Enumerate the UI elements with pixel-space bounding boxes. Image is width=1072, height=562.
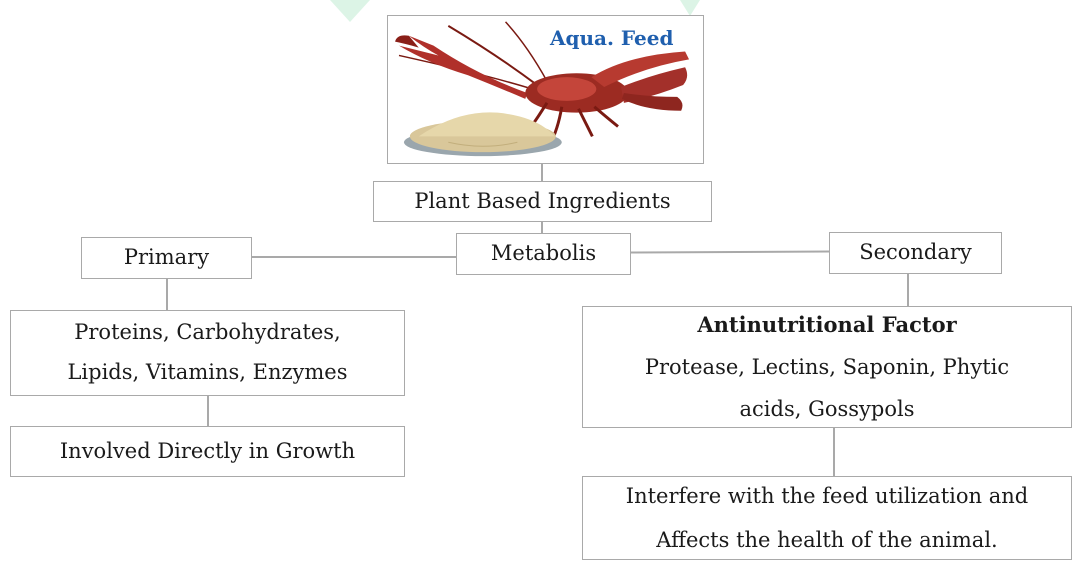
node-metabolis: Metabolis <box>456 233 631 275</box>
node-primary-effect: Involved Directly in Growth <box>10 426 405 477</box>
node-secondary-effect-label: Interfere with the feed utilization and … <box>595 474 1059 562</box>
node-primary-items: Proteins, Carbohydrates, Lipids, Vitamin… <box>10 310 405 396</box>
node-antinutritional-factor-title: Antinutritional Factor <box>697 304 956 346</box>
connector-primary-items <box>166 279 168 310</box>
connector-primary-center <box>252 256 456 258</box>
node-metabolis-label: Metabolis <box>491 234 596 274</box>
node-secondary: Secondary <box>829 232 1002 274</box>
node-plant-based-ingredients-label: Plant Based Ingredients <box>414 182 670 222</box>
image-caption: Aqua. Feed <box>550 28 673 48</box>
node-secondary-effect: Interfere with the feed utilization and … <box>582 476 1072 560</box>
connector-center-secondary <box>631 250 829 253</box>
node-primary-items-label: Proteins, Carbohydrates, Lipids, Vitamin… <box>51 313 364 393</box>
node-primary-label: Primary <box>124 238 209 278</box>
connector-image-root <box>541 163 543 181</box>
node-secondary-label: Secondary <box>859 233 972 273</box>
node-primary: Primary <box>81 237 252 279</box>
connector-factor-effect <box>833 428 835 476</box>
aqua-feed-image: Aqua. Feed <box>387 15 704 164</box>
node-primary-effect-label: Involved Directly in Growth <box>60 432 355 472</box>
connector-items-effect <box>207 396 209 426</box>
node-antinutritional-factor: Antinutritional Factor Protease, Lectins… <box>582 306 1072 428</box>
connector-secondary-factor <box>907 274 909 306</box>
node-plant-based-ingredients: Plant Based Ingredients <box>373 181 712 222</box>
node-antinutritional-factor-items: Protease, Lectins, Saponin, Phytic acids… <box>613 346 1041 430</box>
